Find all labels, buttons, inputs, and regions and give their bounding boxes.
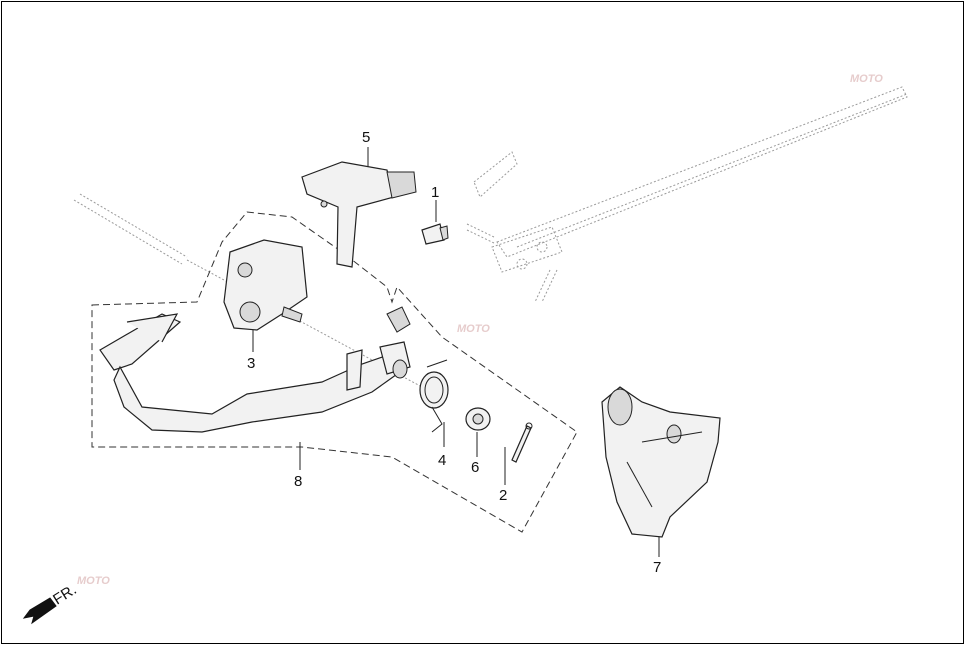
callout-2: 2	[499, 487, 507, 504]
callout-6: 6	[471, 459, 479, 476]
part-1-bolt	[421, 223, 449, 245]
part-3-pivot-plate	[223, 239, 308, 331]
leader-lines	[252, 147, 660, 557]
part-8-brake-pedal	[99, 306, 411, 433]
ghost-brake-rod	[73, 86, 908, 388]
callout-4: 4	[438, 452, 446, 469]
part-5-brake-switch	[301, 161, 417, 268]
callout-1: 1	[431, 184, 439, 201]
arrow-icon	[22, 597, 57, 625]
part-6-washer	[465, 407, 491, 431]
part-2-cotter-pin	[511, 422, 533, 463]
callout-3: 3	[247, 355, 255, 372]
svg-text:MOTO: MOTO	[457, 323, 490, 335]
assembly-outline-8	[91, 211, 578, 533]
front-direction-indicator: FR.	[22, 581, 80, 625]
svg-text:MOTO: MOTO	[77, 575, 110, 587]
part-7-bracket	[601, 386, 721, 538]
watermark-logo: MOTO MOTO MOTO	[77, 73, 883, 587]
svg-text:MOTO: MOTO	[850, 73, 883, 85]
part-4-return-spring	[419, 359, 449, 433]
callout-5: 5	[362, 129, 370, 146]
callout-7: 7	[653, 559, 661, 576]
callout-8: 8	[294, 473, 302, 490]
callout-labels: 5 1 3 4 6 2 8 7	[247, 129, 661, 576]
